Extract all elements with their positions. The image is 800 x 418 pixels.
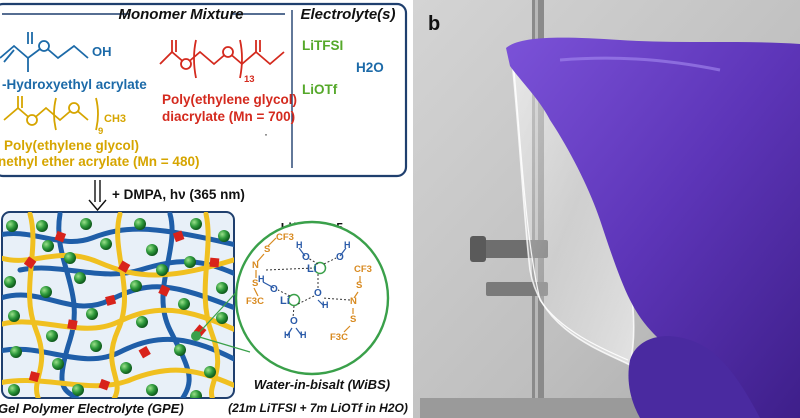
water-hydrogen: H [258, 274, 265, 284]
cluster-structure: Li Li O O O O O H H H H H H [246, 232, 372, 343]
pegmea-name-line2: nethyl ether acrylate (Mn = 480) [0, 154, 199, 169]
glove-thumb [628, 336, 760, 418]
liotf-label: LiOTf [302, 82, 338, 97]
gel-film-edge [513, 69, 629, 361]
water-oxygen: O [314, 288, 322, 299]
panel-b-photo: b [413, 0, 800, 418]
water-oxygen: O [302, 252, 310, 263]
li-atom: Li [280, 295, 290, 307]
water-hydrogen: H [344, 240, 351, 250]
pegmea-name-line1: Poly(ethylene glycol) [4, 138, 139, 153]
tfsi-sulfur: S [252, 278, 258, 289]
hea-oh-label: OH [92, 44, 112, 59]
tfsi-cf3: CF3 [354, 264, 372, 275]
water-oxygen: O [270, 284, 278, 295]
li-atom: Li [307, 263, 317, 275]
tfsi-nitrogen: N [252, 260, 259, 271]
zoom-connector [195, 335, 251, 353]
tfsi-cf3: CF3 [276, 232, 294, 243]
lab-clamp [486, 282, 548, 296]
hea-structure [0, 32, 89, 72]
panel-a: Monomer Mixture Electrolyte(s) OH -Hydro… [0, 2, 408, 416]
monomer-box [0, 2, 408, 178]
pegmea-ch3-label: CH3 [104, 113, 126, 125]
dot-mark: · [264, 127, 268, 141]
water-hydrogen: H [300, 330, 307, 340]
tfsi-sulfur: S [264, 244, 270, 255]
monomer-mixture-heading: Monomer Mixture [118, 6, 243, 23]
electrolytes-heading: Electrolyte(s) [300, 6, 395, 23]
tfsi-nitrogen: N [350, 296, 357, 307]
water-oxygen: O [290, 316, 298, 327]
gel-network [2, 212, 234, 398]
pegmea-structure [3, 96, 99, 131]
pegmea-repeat-subscript: 9 [98, 126, 103, 137]
tfsi-sulfur: S [356, 280, 362, 291]
water-hydrogen: H [322, 300, 329, 310]
zoom-spot [191, 331, 201, 341]
tfsi-sulfur: S [350, 314, 356, 325]
wibs-title: Water-in-bisalt (WiBS) [254, 377, 390, 392]
pegda-name-line2: diacrylate (Mn = 700) [162, 109, 295, 124]
water-label: H2O [356, 60, 384, 75]
gpe-label: Gel Polymer Electrolyte (GPE) [0, 401, 184, 416]
panel-b-label: b [428, 13, 440, 35]
pegda-repeat-subscript: 13 [244, 74, 255, 85]
pegda-structure [159, 39, 285, 79]
lab-clamp-knob [470, 236, 486, 262]
purple-glove [506, 37, 800, 418]
reaction-conditions: + DMPA, hν (365 nm) [112, 187, 245, 202]
tfsi-f3c: F3C [246, 296, 264, 307]
water-hydrogen: H [296, 240, 303, 250]
hea-name: -Hydroxyethyl acrylate [2, 77, 147, 92]
zoom-connector [195, 285, 243, 337]
water-oxygen: O [336, 252, 344, 263]
cluster-circle [234, 220, 390, 376]
litfsi-label: LiTFSI [302, 38, 343, 53]
pegda-name-line1: Poly(ethylene glycol) [162, 92, 297, 107]
tfsi-f3c: F3C [330, 332, 348, 343]
reaction-arrow [88, 180, 107, 212]
wibs-composition: (21m LiTFSI + 7m LiOTf in H2O) [228, 401, 408, 415]
lab-stand-base [420, 398, 640, 418]
glove-highlight [559, 56, 721, 72]
